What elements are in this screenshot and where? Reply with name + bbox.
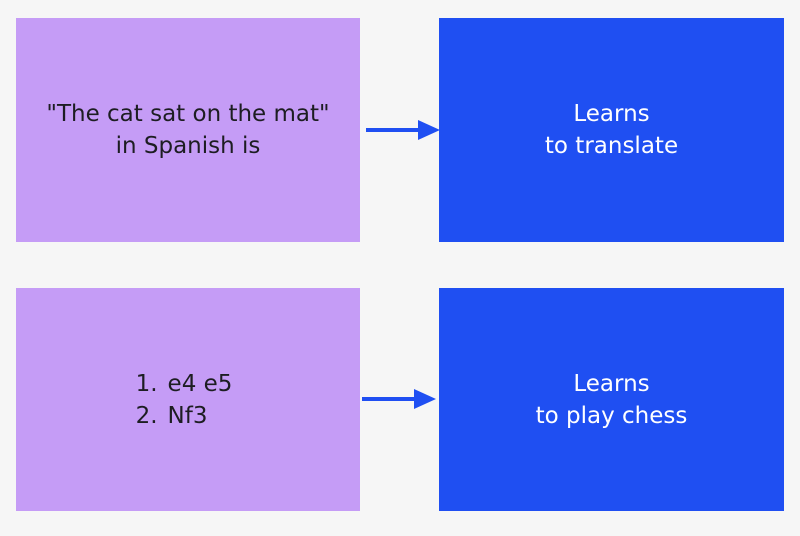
list-item: 1. e4 e5: [124, 368, 233, 400]
output-box-chess: Learns to play chess: [439, 288, 784, 511]
list-item-number: 2.: [135, 402, 158, 429]
input-line-1: "The cat sat on the mat": [46, 101, 330, 127]
input-text-translation: "The cat sat on the mat" in Spanish is: [46, 98, 329, 162]
output-line-2: to translate: [544, 133, 679, 159]
list-item-text: Nf3: [167, 402, 208, 429]
input-box-translation: "The cat sat on the mat" in Spanish is: [16, 18, 360, 242]
output-text-chess: Learns to play chess: [536, 368, 688, 432]
arrow-right-icon: [362, 389, 436, 409]
input-box-chess: 1. e4 e5 2. Nf3: [16, 288, 360, 511]
list-item-text: e4 e5: [167, 370, 233, 397]
list-item-number: 1.: [135, 370, 158, 397]
output-text-translation: Learns to translate: [545, 98, 678, 162]
output-box-translation: Learns to translate: [439, 18, 784, 242]
arrow-right-icon: [366, 120, 440, 140]
input-line-2: in Spanish is: [115, 133, 261, 159]
chess-move-list: 1. e4 e5 2. Nf3: [124, 368, 233, 432]
list-item: 2. Nf3: [124, 400, 233, 432]
output-line-2: to play chess: [535, 402, 688, 429]
output-line-1: Learns: [573, 101, 650, 127]
output-line-1: Learns: [573, 370, 650, 397]
